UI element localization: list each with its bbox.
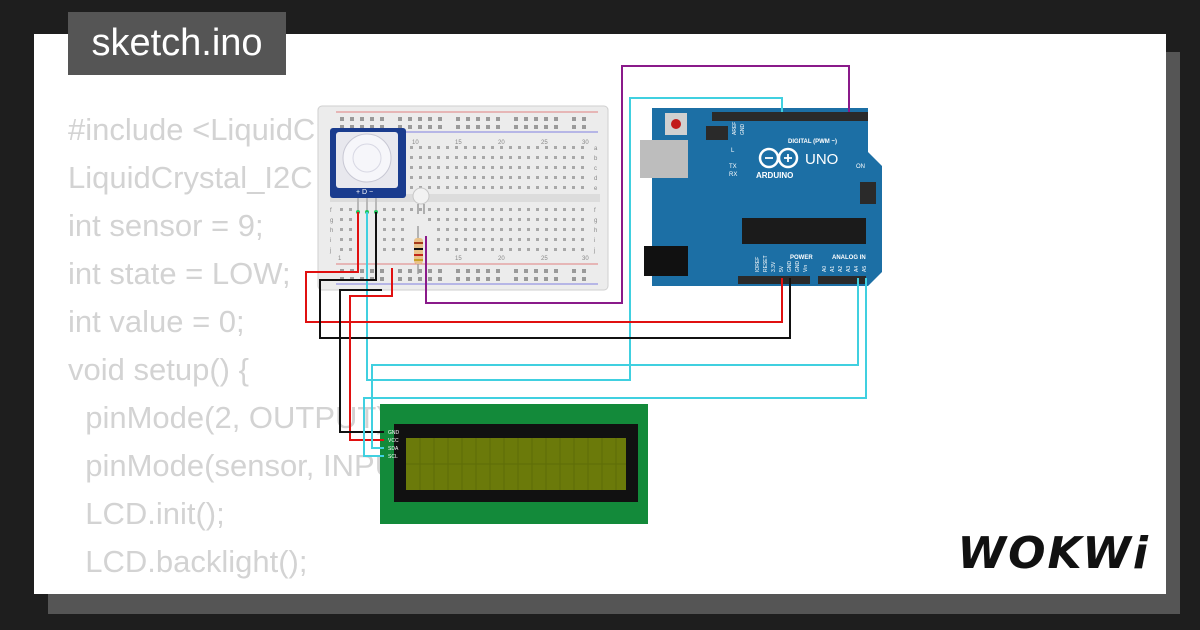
code-line: int sensor = 9; xyxy=(68,208,264,243)
bb-row-label: e xyxy=(594,186,598,192)
lcd-display[interactable]: GND VCC SDA SCL xyxy=(380,404,648,524)
bb-col-label: 25 xyxy=(541,256,548,262)
bb-col-label: 30 xyxy=(582,140,589,146)
tx-label: TX xyxy=(729,164,737,170)
power-pin-label: 5V xyxy=(779,265,785,272)
bb-col-label: 1 xyxy=(338,256,342,262)
lcd-pin-label: GND xyxy=(388,430,400,436)
analog-pin-label: A1 xyxy=(830,266,836,272)
power-pin-label: GND xyxy=(795,261,801,273)
power-pin-label: GND xyxy=(787,261,793,273)
lcd-pin-label: VCC xyxy=(388,438,399,444)
sketch-title: sketch.ino xyxy=(68,12,286,75)
bb-row-label: c xyxy=(594,166,597,172)
board-brand: ARDUINO xyxy=(756,171,793,180)
pir-sensor[interactable]: + D − xyxy=(330,128,406,214)
wire-cyan-lcd-sda xyxy=(371,278,859,449)
bb-col-label: 15 xyxy=(455,256,462,262)
analog-pin-label: A5 xyxy=(862,266,868,272)
wokwi-logo: WOKWi xyxy=(957,528,1150,579)
wire-red-lcd-vcc xyxy=(349,268,393,441)
code-line: pinMode(sensor, INPUT); xyxy=(68,448,435,483)
gnd-label: GND xyxy=(740,124,746,136)
breadboard-holes xyxy=(340,117,586,281)
code-line: LCD.init(); xyxy=(68,496,225,531)
pir-pin-labels: + D − xyxy=(356,189,373,196)
code-line: pinMode(2, OUTPUT); xyxy=(68,400,396,435)
bb-row-label: i xyxy=(594,238,595,244)
wire-cyan-lcd-scl xyxy=(363,278,867,457)
analog-pin-label: A4 xyxy=(854,266,860,272)
bb-row-label: i xyxy=(330,238,331,244)
bb-col-label: 15 xyxy=(455,140,462,146)
bb-row-label: d xyxy=(594,176,597,182)
board-model: UNO xyxy=(805,151,838,168)
code-line: void setup() { xyxy=(68,352,249,387)
power-pin-label: Vin xyxy=(803,265,809,272)
bb-row-label: h xyxy=(330,228,333,234)
wire-purple-led xyxy=(425,65,850,304)
on-label: ON xyxy=(856,164,865,170)
analog-label: ANALOG IN xyxy=(832,255,866,261)
bb-row-label: f xyxy=(330,208,332,214)
bb-row-label: b xyxy=(594,156,598,162)
lcd-pin-label: SDA xyxy=(388,446,399,452)
bb-row-label: f xyxy=(594,208,596,214)
wire-red-5v xyxy=(305,212,783,323)
rx-label: RX xyxy=(729,172,737,178)
analog-pin-label: A0 xyxy=(822,266,828,272)
power-pin-label: RESET xyxy=(763,255,769,272)
bb-col-label: 25 xyxy=(541,140,548,146)
bb-col-label: 20 xyxy=(498,140,505,146)
bb-col-label: 10 xyxy=(412,140,419,146)
lcd-pin-label: SCL xyxy=(388,454,398,460)
power-pin-label: 3.3V xyxy=(771,261,777,272)
bb-row-label: g xyxy=(594,218,597,224)
wire-black-gnd xyxy=(319,212,791,339)
wires xyxy=(305,65,867,457)
bb-row-label: j xyxy=(593,248,595,254)
l-label: L xyxy=(731,148,735,154)
power-pin-label: IOREF xyxy=(755,257,761,272)
bb-row-label: g xyxy=(330,218,333,224)
code-line: int state = LOW; xyxy=(68,256,291,291)
wire-cyan-pir-out xyxy=(366,97,783,381)
bb-row-label: h xyxy=(594,228,597,234)
bb-col-label: 30 xyxy=(582,256,589,262)
arduino-uno[interactable]: UNO ARDUINO DIGITAL (PWM ~) POWER ANALOG… xyxy=(640,108,882,286)
wire-black-lcd-gnd xyxy=(339,289,384,433)
bb-row-label: j xyxy=(329,248,331,254)
bb-col-label: 20 xyxy=(498,256,505,262)
arduino-logo-icon xyxy=(758,147,799,169)
digital-label: DIGITAL (PWM ~) xyxy=(788,139,837,145)
resistor[interactable] xyxy=(414,226,423,274)
bb-row-label: a xyxy=(594,146,598,152)
code-line: int value = 0; xyxy=(68,304,245,339)
led[interactable] xyxy=(412,187,430,214)
power-label: POWER xyxy=(790,255,813,261)
analog-pin-label: A2 xyxy=(838,266,844,272)
code-line: LCD.backlight(); xyxy=(68,544,308,579)
aref-label: AREF xyxy=(732,122,738,135)
analog-pin-label: A3 xyxy=(846,266,852,272)
